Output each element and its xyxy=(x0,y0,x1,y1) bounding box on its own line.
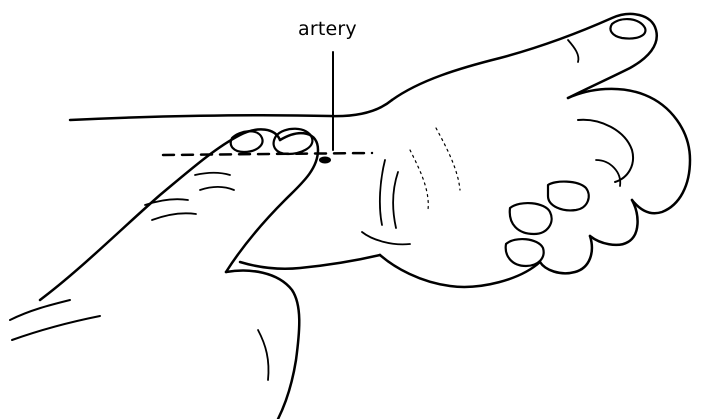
fingertip-1 xyxy=(548,182,589,211)
palm-shading xyxy=(410,128,460,210)
artery-label: artery xyxy=(298,18,357,40)
ring-finger-curled xyxy=(540,236,592,273)
forearm-lower-edge xyxy=(240,255,380,269)
wrist-crease-lines xyxy=(362,160,410,244)
examiner-thumb-fold xyxy=(258,330,269,380)
artery-point xyxy=(319,157,331,164)
dashed-guideline xyxy=(163,153,372,155)
index-finger-curled xyxy=(568,89,690,213)
finger-inner-fold xyxy=(578,120,633,182)
palm-lower-contour xyxy=(380,255,540,287)
fingertip-2 xyxy=(510,203,552,234)
thumb-crease xyxy=(568,40,578,62)
middle-finger-curled xyxy=(590,200,638,245)
forearm-upper-edge xyxy=(70,100,392,120)
thumb-nail xyxy=(610,19,645,38)
examiner-index-nail xyxy=(231,131,263,152)
examiner-middle-nail xyxy=(274,129,313,154)
examiner-palm-edge xyxy=(10,300,100,340)
fingertip-3 xyxy=(506,239,544,266)
hand-back-outline xyxy=(392,14,657,100)
examiner-hand-lower xyxy=(226,271,299,419)
